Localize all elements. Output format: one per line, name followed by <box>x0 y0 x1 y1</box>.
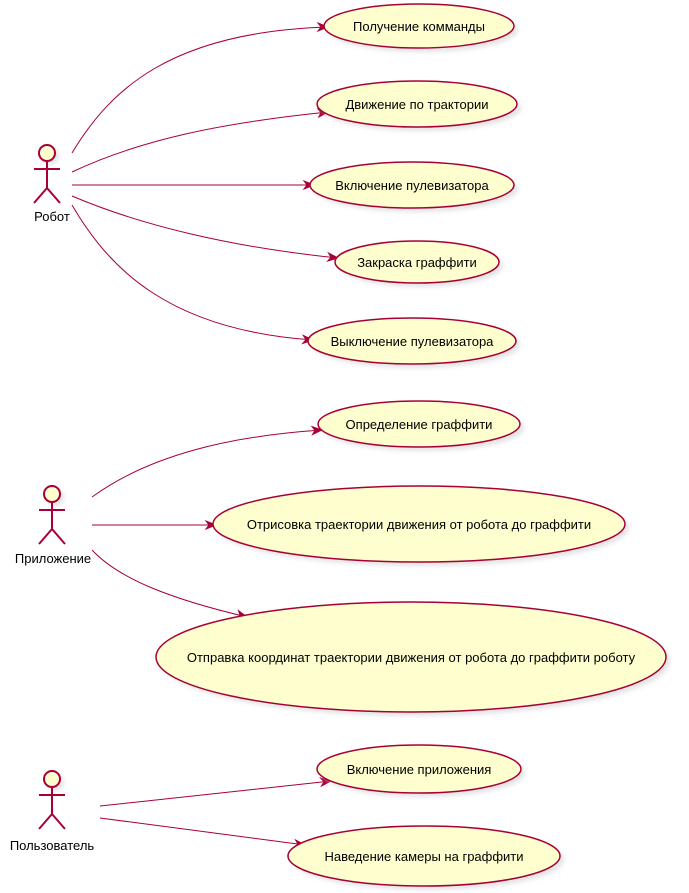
usecase-uc2-label: Движение по трактории <box>345 97 488 112</box>
association-robot-uc1 <box>71 21 330 154</box>
usecase-uc6-label: Определение граффити <box>346 417 493 432</box>
usecase-uc1-label: Получение комманды <box>353 19 485 34</box>
actor-robot-label: Робот <box>34 209 70 224</box>
usecase-uc9-label: Включение приложения <box>347 762 492 777</box>
actor-user-head <box>43 770 61 788</box>
usecase-uc9: Включение приложения <box>316 744 525 797</box>
usecase-uc3-label: Включение пулевизатора <box>335 178 489 193</box>
association-robot-uc2 <box>71 108 330 173</box>
usecase-uc10: Наведение камеры на граффити <box>287 825 564 890</box>
association-app-uc6 <box>91 425 324 498</box>
association-user-uc9 <box>99 777 333 807</box>
usecase-uc10-label: Наведение камеры на граффити <box>324 849 523 864</box>
association-robot-uc4 <box>71 195 340 262</box>
usecase-uc4-label: Закраска граффити <box>357 255 477 270</box>
association-robot-uc5 <box>71 204 315 345</box>
usecase-uc8: Отправка координат траектории движения о… <box>155 601 670 716</box>
usecase-uc2: Движение по трактории <box>316 80 521 131</box>
actor-robot-head <box>38 144 56 162</box>
association-app-uc8 <box>91 549 249 620</box>
usecase-uc5-label: Выключение пулевизатора <box>331 334 495 349</box>
usecase-uc5: Выключение пулевизатора <box>307 317 520 368</box>
actor-user-label: Пользователь <box>10 838 95 853</box>
usecase-uc6: Определение граффити <box>317 400 524 451</box>
actor-robot: Робот <box>33 144 70 224</box>
association-robot-uc3 <box>72 179 316 191</box>
actor-user: Пользователь <box>10 770 95 853</box>
usecase-uc7: Отрисовка траектории движения от робота … <box>212 485 629 566</box>
actor-app-head <box>43 485 61 503</box>
usecase-uc4: Закраска граффити <box>334 240 503 287</box>
association-user-uc10 <box>99 817 307 849</box>
usecase-uc3: Включение пулевизатора <box>309 161 518 212</box>
actor-app-label: Приложение <box>15 551 91 566</box>
usecase-uc8-label: Отправка координат траектории движения о… <box>187 650 636 665</box>
actor-app: Приложение <box>15 485 91 566</box>
usecase-uc1: Получение комманды <box>323 3 518 52</box>
association-app-uc7 <box>92 519 218 531</box>
usecase-uc7-label: Отрисовка траектории движения от робота … <box>247 517 591 532</box>
